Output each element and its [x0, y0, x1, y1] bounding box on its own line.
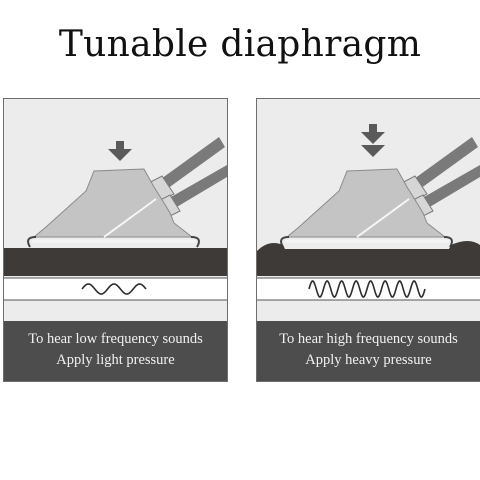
high-frequency-wave [308, 280, 426, 298]
chest-piece [32, 168, 194, 238]
light-pressure-caption: To hear low frequency sounds Apply light… [4, 321, 227, 381]
pressure-arrow-icon [108, 141, 132, 161]
double-pressure-arrow-icon [361, 124, 385, 157]
light-pressure-panel: To hear low frequency sounds Apply light… [3, 98, 228, 382]
caption-line-2: Apply light pressure [56, 352, 175, 368]
caption-line-2: Apply heavy pressure [305, 352, 432, 368]
heavy-pressure-caption: To hear high frequency sounds Apply heav… [257, 321, 480, 381]
low-frequency-wave [81, 283, 147, 295]
page-title: Tunable diaphragm [58, 24, 422, 65]
caption-line-1: To hear low frequency sounds [28, 331, 203, 347]
caption-line-1: To hear high frequency sounds [279, 331, 458, 347]
heavy-pressure-panel: To hear high frequency sounds Apply heav… [256, 98, 480, 382]
chest-piece [285, 168, 447, 238]
stethoscope-tubing [407, 137, 480, 211]
stethoscope-tubing [154, 137, 227, 211]
skin-surface [4, 248, 227, 276]
skin-surface [257, 241, 480, 276]
light-pressure-illustration [4, 137, 227, 301]
heavy-pressure-illustration [257, 124, 480, 301]
